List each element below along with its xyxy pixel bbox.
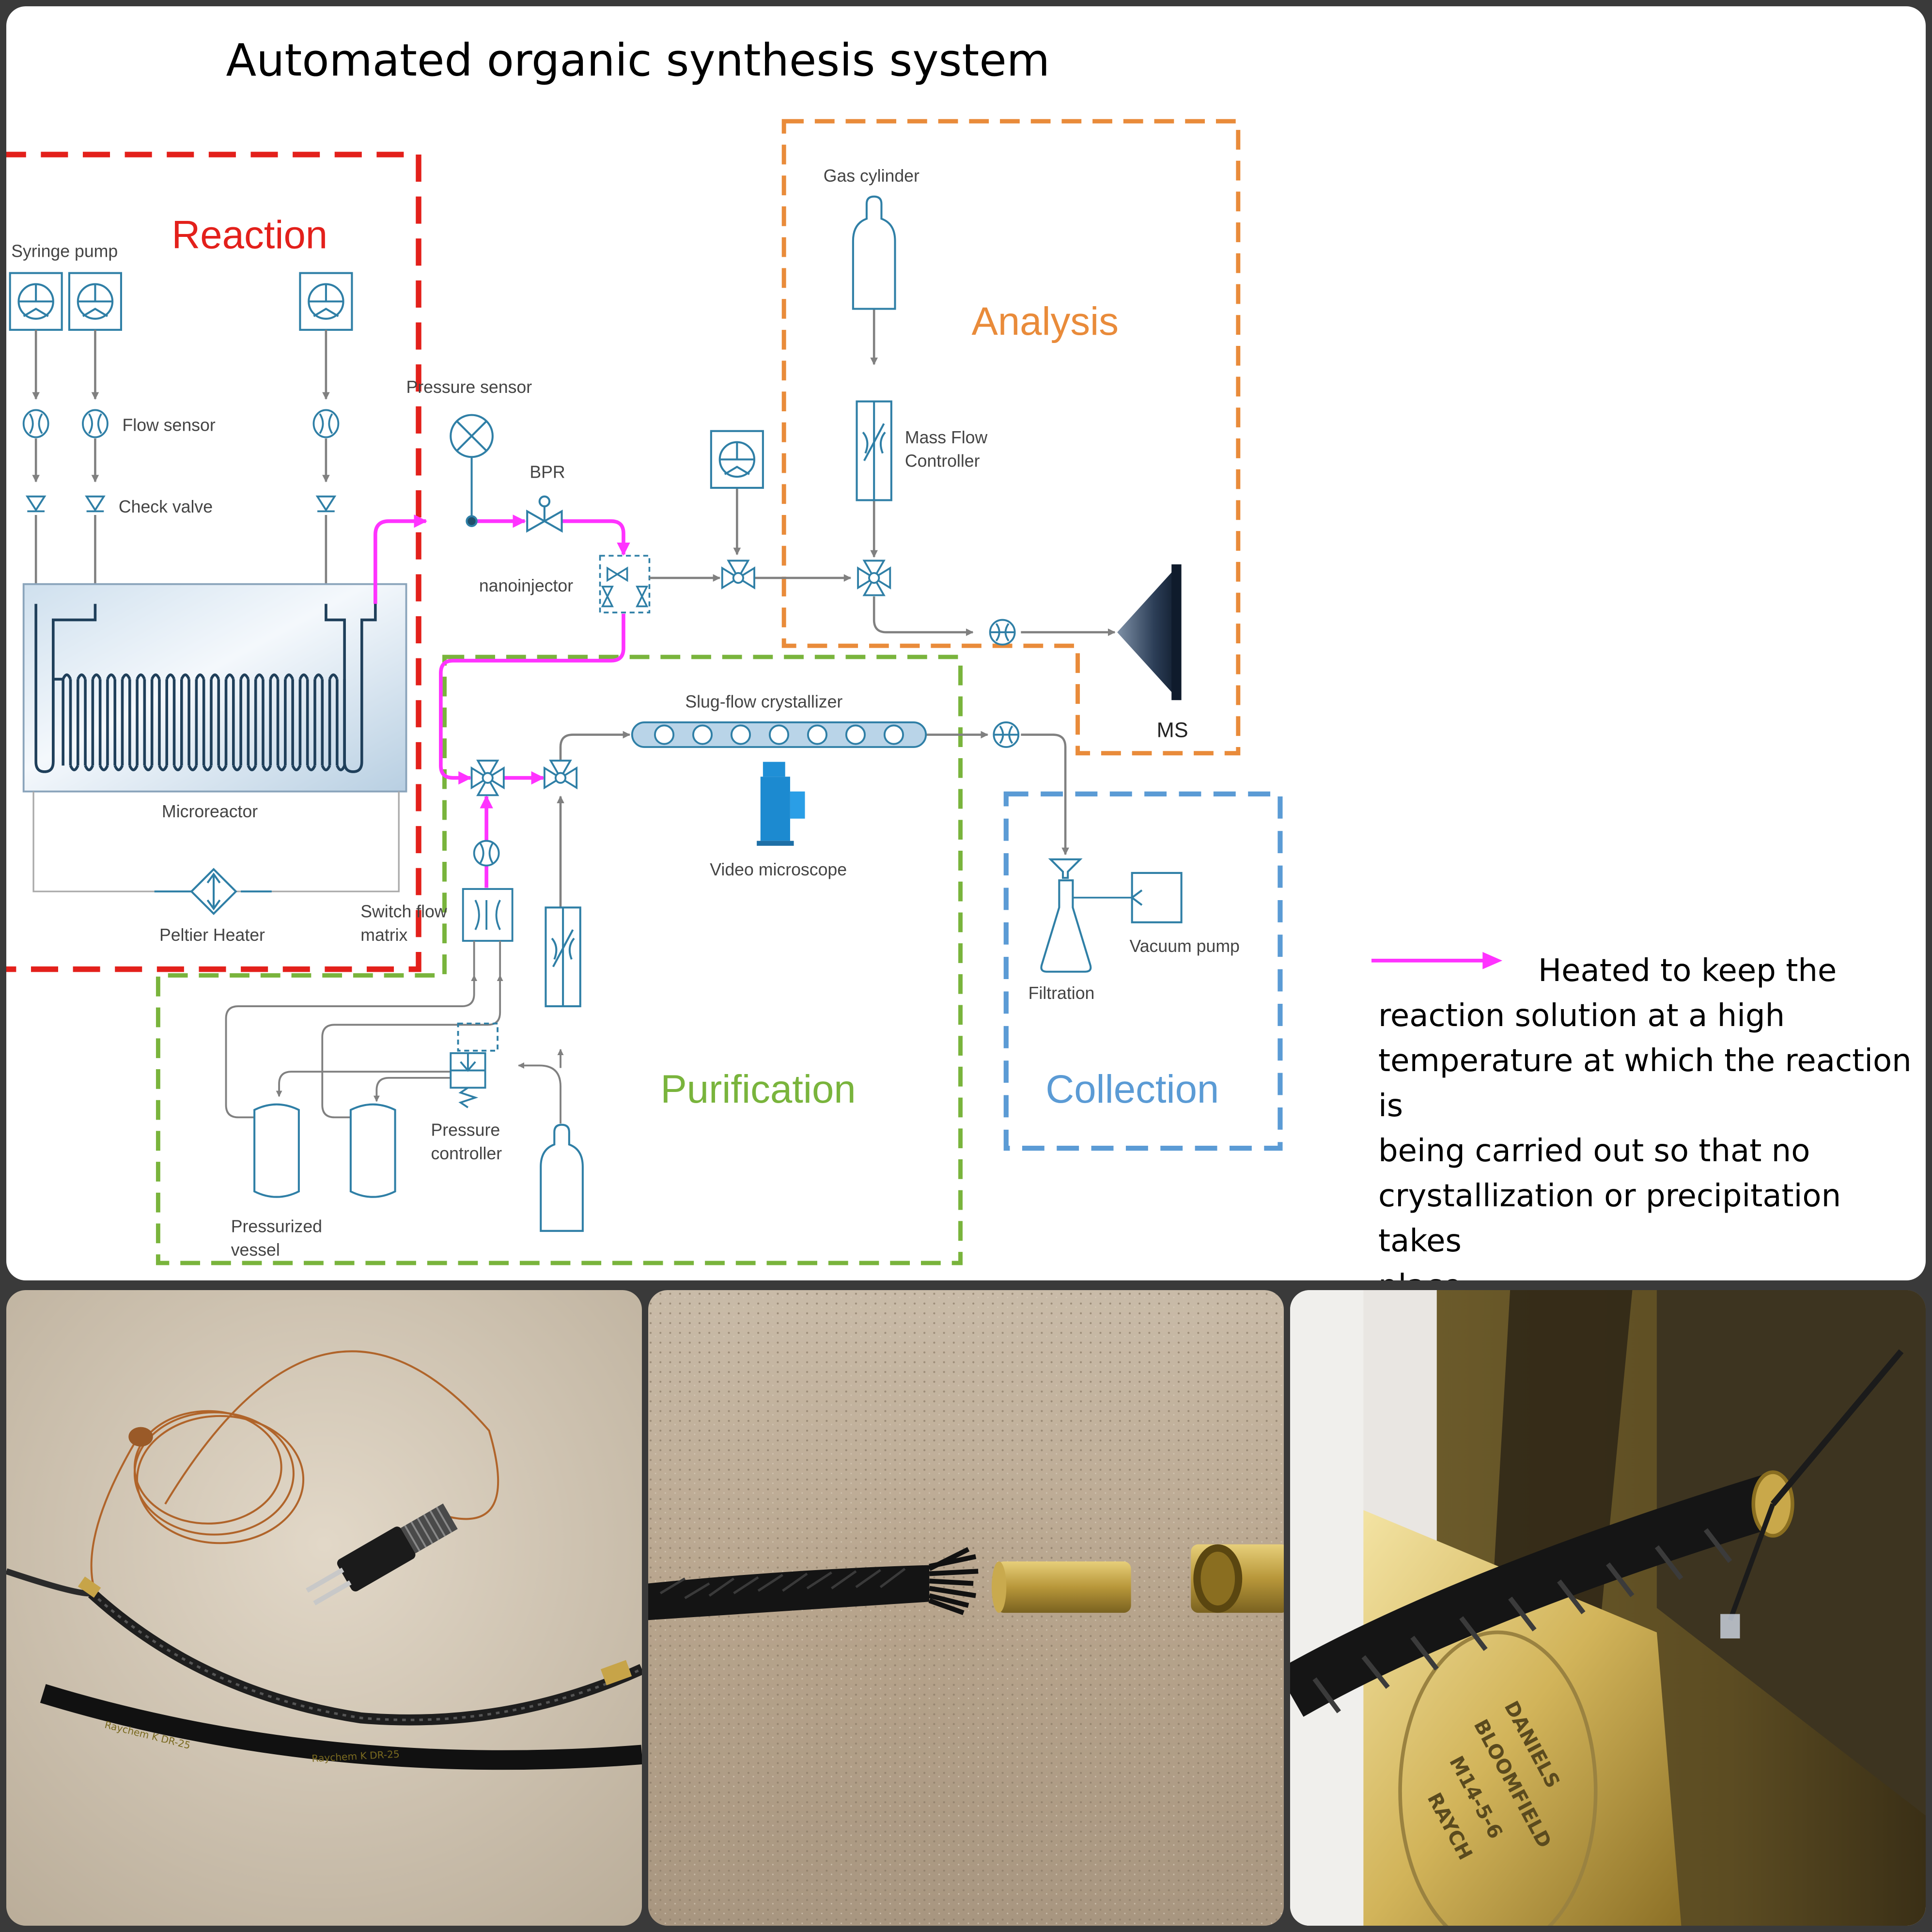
switch-flow-matrix-icon [462, 888, 514, 942]
brass-ferrule [78, 1576, 101, 1598]
pressure-sensor-icon [450, 414, 494, 527]
video-microscope-icon [757, 762, 805, 846]
flow-sensor-icon [989, 619, 1016, 646]
valve-icon [721, 560, 755, 590]
pressure-sensor-label: Pressure sensor [406, 377, 532, 397]
legend-line-6: place. [1378, 1268, 1472, 1280]
reaction-label: Reaction [171, 213, 327, 257]
flow-sensor-icon [473, 840, 500, 867]
analysis-label: Analysis [971, 299, 1119, 343]
process-diagram: Automated organic synthesis system React… [6, 34, 1503, 1265]
flow-sensor-icon [312, 409, 340, 438]
check-valve-icon [25, 495, 47, 513]
analysis-section-box [781, 119, 1241, 756]
braid-photo-illustration [648, 1290, 1284, 1926]
purification-valves [470, 760, 578, 796]
legend-line-4: being carried out so that no [1378, 1133, 1810, 1169]
photo-braid-and-ferrules [648, 1290, 1284, 1926]
legend-line-3: temperature at which the reaction is [1378, 1043, 1912, 1124]
braided-cable-through-plate [1290, 1349, 1904, 1717]
thermocouple-photo-illustration: Raychem K DR-25 Raychem K DR-25 [6, 1290, 642, 1926]
pressurized-vessel-label-2: vessel [231, 1240, 280, 1260]
peltier-heater-label: Peltier Heater [159, 925, 265, 945]
flow-sensor-label: Flow sensor [123, 416, 216, 435]
legend-line-2: reaction solution at a high [1378, 998, 1785, 1034]
check-valves [25, 495, 337, 513]
legend-line-1: Heated to keep the [1538, 953, 1837, 989]
flow-sensor-icon [993, 721, 1020, 748]
vacuum-pump-icon [1131, 872, 1183, 923]
brass-tube-1 [991, 1561, 1131, 1613]
valve-icon [857, 560, 891, 596]
gas-cylinder-label: Gas cylinder [824, 166, 919, 186]
video-microscope-label: Video microscope [710, 860, 847, 879]
check-valve-icon [85, 495, 106, 513]
flow-sensor-icon [82, 409, 109, 438]
black-tubing [40, 1684, 642, 1770]
syringe-pump-1 [9, 272, 63, 331]
slug-flow-label: Slug-flow crystallizer [685, 692, 842, 711]
copper-wire [90, 1350, 499, 1590]
legend-description: Heated to keep the reaction solution at … [1378, 949, 1921, 1280]
check-valve-label: Check valve [119, 497, 213, 516]
microreactor-chip [22, 583, 407, 793]
mass-flow-controller-icon [856, 400, 892, 501]
bpr-label: BPR [530, 463, 565, 482]
gas-cylinder-icon-2 [540, 1123, 584, 1232]
pressurized-vessel-label-1: Pressurized [231, 1216, 322, 1236]
syringe-pump-2 [68, 272, 122, 331]
legend-line-5: crystallization or precipitation takes [1378, 1178, 1841, 1259]
microreactor-label: Microreactor [162, 802, 258, 821]
wire-tie [128, 1427, 153, 1447]
photo-thermocouple-cable: Raychem K DR-25 Raychem K DR-25 [6, 1290, 642, 1926]
photo-brass-plate: DANIELS BLOOMFIELD M14-5-6 RAYCH [1290, 1290, 1926, 1926]
brass-tube-2 [1191, 1544, 1284, 1613]
peltier-heater-icon [154, 868, 272, 915]
mass-flow-label-2: Controller [905, 452, 980, 471]
slug-flow-crystallizer-icon [631, 721, 927, 748]
syringe-pump-label: Syringe pump [11, 242, 118, 261]
frayed-braided-sleeve [648, 1547, 979, 1620]
purification-label: Purification [660, 1067, 856, 1111]
mass-flow-controller-icon [545, 906, 581, 1008]
thermocouple-connector [306, 1503, 458, 1605]
mass-flow-label-1: Mass Flow [905, 428, 988, 447]
valve-icon [470, 760, 505, 796]
pressure-controller-label-2: controller [431, 1144, 502, 1163]
filtration-label: Filtration [1028, 983, 1095, 1003]
gas-cylinder-icon-1 [852, 195, 896, 310]
valve-icon [543, 760, 578, 790]
syringe-pump-3 [299, 272, 353, 331]
switch-flow-label-1: Switch flow [360, 902, 447, 921]
ms-label: MS [1157, 719, 1188, 742]
analysis-valves [721, 560, 891, 596]
collection-label: Collection [1045, 1067, 1219, 1111]
filtration-flask-icon [1040, 858, 1132, 973]
check-valve-icon [315, 495, 337, 513]
diagram-panel: Automated organic synthesis system React… [6, 6, 1926, 1280]
brass-plate-photo-illustration: DANIELS BLOOMFIELD M14-5-6 RAYCH [1290, 1290, 1926, 1926]
brass-ferrule [600, 1660, 632, 1685]
flow-sensors [22, 409, 340, 438]
vacuum-pump-label: Vacuum pump [1130, 936, 1240, 956]
diagram-title: Automated organic synthesis system [226, 34, 1050, 86]
switch-flow-label-2: matrix [360, 925, 407, 945]
nanoinjector-icon [599, 555, 651, 614]
heated-line-legend-arrow [1371, 951, 1503, 969]
mass-spectrometer-icon [1117, 564, 1182, 701]
nanoinjector-label: nanoinjector [479, 576, 573, 595]
pressure-controller-label-1: Pressure [431, 1121, 500, 1140]
pressure-controller-icon [450, 1022, 499, 1108]
pressurized-vessel-icon [253, 1103, 396, 1198]
flow-sensor-icon [22, 409, 49, 438]
bpr-valve-icon [526, 495, 563, 533]
collection-section-box [1003, 791, 1283, 1151]
syringe-pump-4 [710, 430, 764, 489]
purification-section-box [156, 654, 963, 1265]
reaction-section-box [6, 152, 421, 972]
microreactor-channel [34, 604, 377, 773]
